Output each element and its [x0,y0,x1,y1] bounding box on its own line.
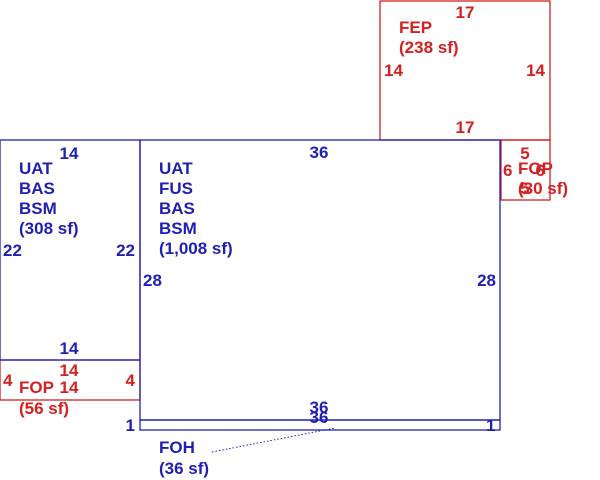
fep-bottom-dim: 17 [456,118,475,137]
foh-top-dim: 36 [310,408,329,427]
left-section-code-3: BSM [19,199,57,218]
left-section-left-dim: 22 [3,241,22,260]
main-section-right-dim: 28 [477,271,496,290]
fop-left-bottom-dim: 14 [60,378,79,397]
fep-left-dim: 14 [384,61,403,80]
fep-right-dim: 14 [526,61,545,80]
foh-area: (36 sf) [159,459,209,478]
fop-right-right-dim: 6 [536,161,545,180]
fop-right-left-dim: 6 [503,161,512,180]
fep-top-dim: 17 [456,3,475,22]
main-section-code-2: FUS [159,179,193,198]
main-section-code-4: BSM [159,219,197,238]
left-section-top-dim: 14 [60,144,79,163]
fop-right-top-dim: 5 [520,144,529,163]
fep-area: (238 sf) [399,38,459,57]
fop-left-area: (56 sf) [19,399,69,418]
foh-leader-line [211,427,336,453]
left-section-code-1: UAT [19,159,53,178]
main-section-area: (1,008 sf) [159,239,233,258]
fop-right-area: (30 sf) [518,179,568,198]
fep-code: FEP [399,18,432,37]
fop-left-top-dim: 14 [60,361,79,380]
main-section-code-1: UAT [159,159,193,178]
main-section-left-dim: 28 [143,271,162,290]
main-section-code-3: BAS [159,199,195,218]
main-section-bottom-dim: 36 [310,398,329,417]
main-section-top-dim: 36 [310,143,329,162]
fop-right-code: FOP [518,159,553,178]
left-section-code-2: BAS [19,179,55,198]
main-section-outline [139,139,501,421]
left-section-area: (308 sf) [19,219,79,238]
left-section-bottom-dim: 14 [60,339,79,358]
fop-right-bottom-dim: 5 [520,179,529,198]
fop-right-outline [500,139,551,201]
foh-outline [139,419,501,431]
left-section-right-dim: 22 [116,241,135,260]
fop-left-left-dim: 4 [3,371,13,390]
foh-left-dim: 1 [126,416,135,435]
fop-left-right-dim: 4 [126,371,136,390]
foh-code: FOH [159,438,195,457]
fop-left-code: FOP [19,378,54,397]
foh-right-dim: 1 [486,416,495,435]
